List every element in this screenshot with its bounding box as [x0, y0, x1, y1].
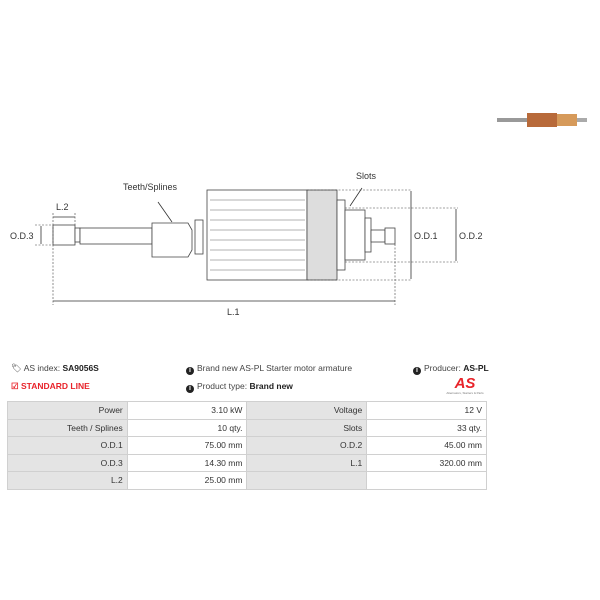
spec-value: 33 qty. [366, 418, 487, 437]
label-teeth-splines: Teeth/Splines [123, 182, 178, 192]
as-index: 🏷 AS index: SA9056S [11, 363, 99, 373]
info-icon: i [413, 367, 421, 375]
spec-label: O.D.3 [7, 453, 128, 472]
spec-label: Slots [246, 418, 368, 437]
checkbox-icon: ☑ [11, 381, 19, 391]
spec-label: Voltage [246, 401, 368, 420]
label-od1: O.D.1 [414, 231, 438, 241]
spec-label: O.D.2 [246, 436, 368, 455]
spec-label: L.1 [246, 453, 368, 472]
spec-value: 25.00 mm [126, 471, 248, 490]
spec-value: 10 qty. [126, 418, 248, 437]
spec-label [246, 471, 368, 490]
spec-value [366, 471, 487, 490]
spec-value: 14.30 mm [126, 453, 248, 472]
info-icon: i [186, 367, 194, 375]
as-logo: AS Alternators, Starters & Parts [446, 375, 484, 395]
spec-label: O.D.1 [7, 436, 128, 455]
spec-label: Teeth / Splines [7, 418, 128, 437]
spec-label: L.2 [7, 471, 128, 490]
label-slots: Slots [356, 171, 377, 181]
armature-diagram: Teeth/Splines Slots L.2 O.D.3 O.D.1 O.D.… [10, 171, 483, 317]
spec-label: Power [7, 401, 128, 420]
spec-value: 12 V [366, 401, 487, 420]
label-od3: O.D.3 [10, 231, 34, 241]
spec-value: 75.00 mm [126, 436, 248, 455]
spec-value: 3.10 kW [126, 401, 248, 420]
tags-icon: 🏷 [11, 363, 22, 373]
label-od2: O.D.2 [459, 231, 483, 241]
product-thumbnail[interactable] [497, 110, 587, 130]
standard-line-badge: ☑ STANDARD LINE [11, 381, 90, 391]
spec-value: 320.00 mm [366, 453, 487, 472]
label-l1: L.1 [227, 307, 240, 317]
info-icon: i [186, 385, 194, 393]
label-l2: L.2 [56, 202, 69, 212]
spec-value: 45.00 mm [366, 436, 487, 455]
